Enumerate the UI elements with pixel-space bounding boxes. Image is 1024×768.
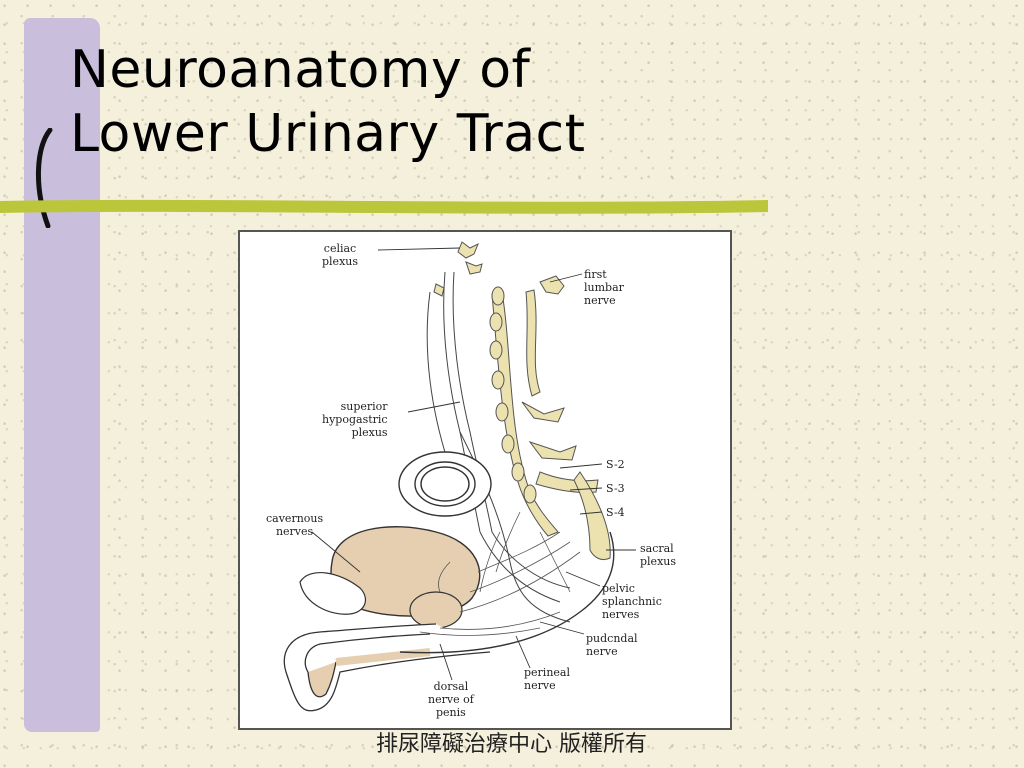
copyright-footer: 排尿障礙治療中心 版權所有	[376, 732, 647, 757]
slide-title: Neuroanatomy of Lower Urinary Tract	[70, 38, 586, 166]
label-sacral-plexus: sacral plexus	[640, 542, 677, 568]
label-s2: S-2	[606, 458, 625, 471]
label-s4: S-4	[606, 506, 625, 519]
label-celiac-plexus: celiac plexus	[322, 242, 359, 268]
penis	[283, 623, 491, 712]
label-dorsal-nerve-of-penis: dorsal nerve of penis	[428, 680, 474, 719]
nerve-network	[419, 511, 581, 636]
title-line-2: Lower Urinary Tract	[70, 104, 586, 164]
pelvic-floor	[399, 531, 615, 654]
pubic-bone	[299, 572, 367, 615]
label-superior-hypogastric-plexus: superior hypogastric plexus	[322, 400, 388, 439]
decorative-green-line	[0, 199, 768, 214]
anatomy-drawing	[283, 241, 636, 712]
title-line-1: Neuroanatomy of	[70, 40, 531, 100]
label-pointer-lines	[311, 247, 636, 681]
rectum-loop	[398, 451, 492, 517]
label-perineal-nerve: perineal nerve	[524, 666, 570, 692]
label-pelvic-splanchnic-nerves: pelvic splanchnic nerves	[602, 582, 662, 621]
label-s3: S-3	[606, 482, 625, 495]
decorative-purple-bar	[24, 18, 100, 732]
label-pudendal-nerve: pudcndal nerve	[586, 632, 638, 658]
sympathetic-chain	[433, 241, 611, 561]
decorative-bracket	[35, 128, 53, 228]
label-first-lumbar-nerve: first lumbar nerve	[584, 268, 624, 307]
label-cavernous-nerves: cavernous nerves	[266, 512, 324, 538]
prostate	[409, 591, 463, 629]
anatomy-figure: celiac plexus first lumbar nerve superio…	[238, 230, 732, 730]
